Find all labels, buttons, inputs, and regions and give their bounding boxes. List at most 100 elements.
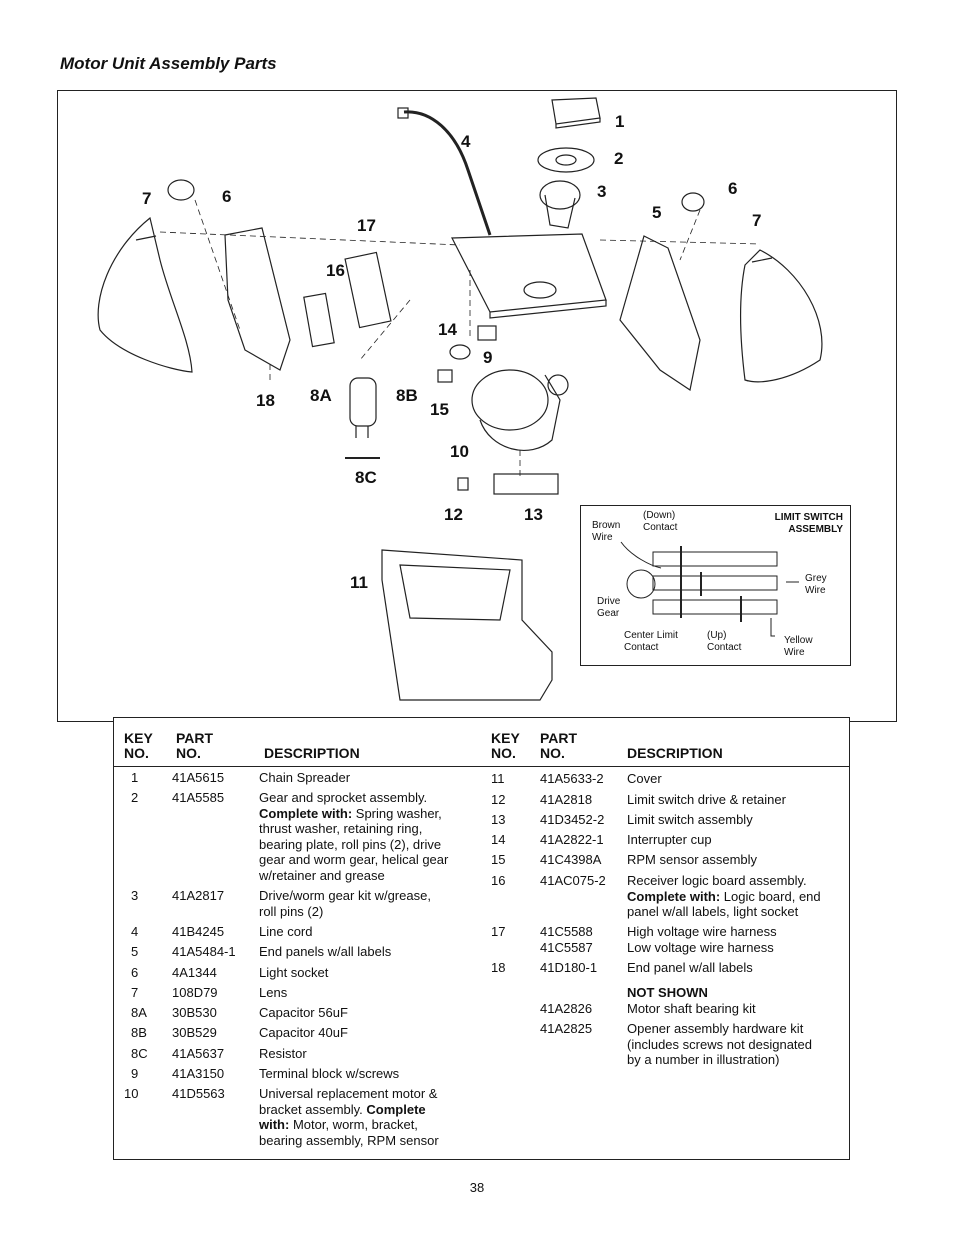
part-no: 41A2825: [540, 1021, 593, 1036]
description: Lens: [259, 985, 288, 1000]
callout-9: 9: [483, 348, 493, 367]
header-key-line2: NO.: [124, 745, 149, 761]
key-no: 8C: [131, 1046, 148, 1061]
key-no: 13: [491, 812, 506, 827]
up-contact-line2: Contact: [707, 642, 742, 653]
description-line: bearing assembly, RPM sensor: [259, 1132, 439, 1148]
callout-14: 14: [438, 320, 457, 339]
interrupter-cup-part: [449, 344, 471, 360]
header-part-right: PART NO.: [540, 731, 577, 761]
yellow-wire-line2: Wire: [784, 647, 805, 658]
description-line: thrust washer, retaining ring,: [259, 821, 423, 837]
limit-switch-drawing: [620, 541, 799, 637]
part-no: 41A2822-1: [540, 832, 604, 847]
brown-wire-label: Brown Wire: [592, 520, 620, 544]
key-no: 9: [131, 1066, 139, 1081]
page-title: Motor Unit Assembly Parts: [60, 54, 277, 73]
center-limit-line1: Center Limit: [624, 630, 678, 641]
end-panel-left-part: [224, 227, 291, 371]
down-contact-line2: Contact: [643, 522, 678, 533]
description-line: panel w/all labels, light socket: [627, 904, 799, 920]
header-key-line2: NO.: [491, 745, 516, 761]
limit-switch-title-line1: LIMIT SWITCH: [774, 512, 843, 523]
chassis-plate-part: [451, 233, 607, 319]
part-no: 41A5585: [172, 790, 225, 805]
callout-10: 10: [450, 442, 469, 461]
header-description-left: DESCRIPTION: [264, 745, 360, 761]
key-no: 2: [131, 790, 139, 805]
key-no: 3: [131, 888, 139, 903]
header-part-line2: NO.: [176, 745, 201, 761]
description-line: w/retainer and grease: [259, 867, 385, 883]
wire-harness-part: [303, 292, 335, 348]
description-line: gear and worm gear, helical gear: [259, 852, 449, 868]
header-part-line2: NO.: [540, 745, 565, 761]
grey-wire-line1: Grey: [805, 573, 827, 584]
description: Cover: [627, 771, 662, 786]
description-line: bracket assembly. Complete: [259, 1102, 484, 1118]
part-no: 41A3150: [172, 1066, 225, 1081]
part-no-line: 41C5587: [540, 939, 593, 955]
description: Interrupter cup: [627, 832, 712, 847]
callout-15: 15: [430, 400, 449, 419]
key-no: 7: [131, 985, 139, 1000]
key-no: 8B: [131, 1025, 147, 1040]
up-contact-line1: (Up): [707, 630, 727, 641]
limit-switch-title-line2: ASSEMBLY: [788, 524, 843, 535]
description-line: Complete with: Spring washer,: [259, 806, 479, 822]
description: Drive/worm gear kit w/grease, roll pins …: [259, 888, 479, 919]
key-no: 16: [491, 873, 506, 888]
callout-6-right: 6: [728, 179, 738, 198]
callout-11: 11: [350, 573, 368, 592]
complete-with-label: Complete with:: [627, 888, 721, 904]
callout-6-left: 6: [222, 187, 232, 206]
header-part-left: PART NO.: [176, 731, 213, 761]
part-no: 41A2817: [172, 888, 225, 903]
light-socket-right-part: [681, 192, 705, 212]
brown-wire-line1: Brown: [592, 520, 621, 531]
page-number: 38: [469, 1180, 485, 1195]
light-socket-left-part: [167, 179, 195, 201]
capacitor-part: [349, 377, 377, 438]
callout-18: 18: [256, 391, 275, 410]
part-no: 30B530: [172, 1005, 217, 1020]
description: Opener assembly hardware kit (includes s…: [627, 1021, 847, 1068]
key-no: 17: [491, 924, 506, 939]
description-text: Motor, worm, bracket,: [289, 1117, 418, 1133]
description-line: roll pins (2): [259, 903, 324, 919]
logic-board-part: [344, 251, 392, 329]
part-no: 41B4245: [172, 924, 225, 939]
key-no: 6: [131, 965, 139, 980]
description: Receiver logic board assembly. Complete …: [627, 873, 847, 920]
description-line: Drive/worm gear kit w/grease,: [259, 888, 431, 903]
brown-wire-line2: Wire: [592, 532, 613, 543]
description-line: Universal replacement motor &: [259, 1086, 438, 1101]
gear-sprocket-part: [537, 147, 595, 229]
not-shown-heading: NOT SHOWN: [627, 985, 708, 1000]
chain-spreader-part: [551, 97, 601, 129]
description: Capacitor 56uF: [259, 1005, 348, 1020]
key-no: 8A: [131, 1005, 147, 1020]
description: Chain Spreader: [259, 770, 351, 785]
callout-16: 16: [326, 261, 345, 280]
callout-8a: 8A: [310, 386, 332, 405]
part-no: 41D3452-2: [540, 812, 605, 827]
callout-8c: 8C: [355, 468, 377, 487]
key-no: 4: [131, 924, 139, 939]
header-description-right: DESCRIPTION: [627, 745, 723, 761]
lens-right-part: [739, 249, 823, 383]
limit-switch-title: LIMIT SWITCH ASSEMBLY: [775, 512, 843, 536]
callout-5: 5: [652, 203, 662, 222]
part-no: 41A5484-1: [172, 944, 236, 959]
part-no: 41C5588 41C5587: [540, 924, 593, 955]
key-no: 14: [491, 832, 506, 847]
description: Line cord: [259, 924, 313, 939]
header-divider: [114, 766, 849, 767]
line-cord-part: [397, 107, 492, 236]
drive-gear-line1: Drive: [597, 596, 621, 607]
callout-17: 17: [357, 216, 376, 235]
description-line: Receiver logic board assembly.: [627, 873, 807, 888]
grey-wire-label: Grey Wire: [805, 573, 827, 597]
description-line: Gear and sprocket assembly.: [259, 790, 428, 805]
part-no: 41AC075-2: [540, 873, 606, 888]
